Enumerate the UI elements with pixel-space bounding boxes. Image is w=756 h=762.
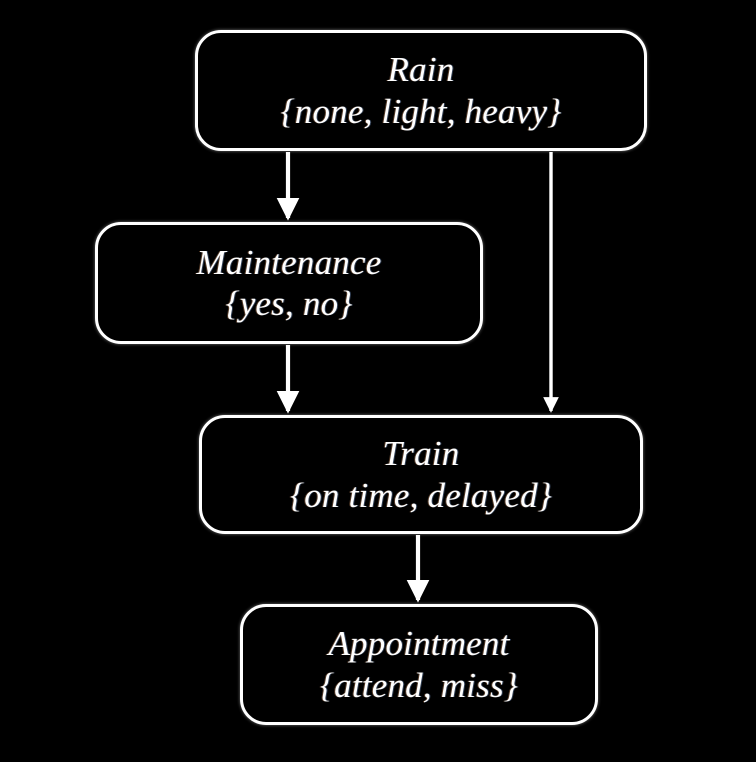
node-maintenance-label: Maintenance	[196, 242, 382, 282]
node-train-label: Train	[382, 434, 460, 474]
node-appointment-label: Appointment	[328, 624, 510, 664]
node-appointment[interactable]: Appointment {attend, miss}	[240, 604, 598, 725]
node-train-values: {on time, delayed}	[290, 475, 552, 515]
node-maintenance-values: {yes, no}	[225, 284, 353, 323]
node-train[interactable]: Train {on time, delayed}	[199, 415, 643, 534]
node-rain[interactable]: Rain {none, light, heavy}	[195, 30, 647, 151]
node-rain-values: {none, light, heavy}	[280, 91, 562, 131]
node-maintenance[interactable]: Maintenance {yes, no}	[95, 222, 483, 344]
node-appointment-values: {attend, miss}	[319, 665, 519, 705]
node-rain-label: Rain	[387, 50, 455, 90]
